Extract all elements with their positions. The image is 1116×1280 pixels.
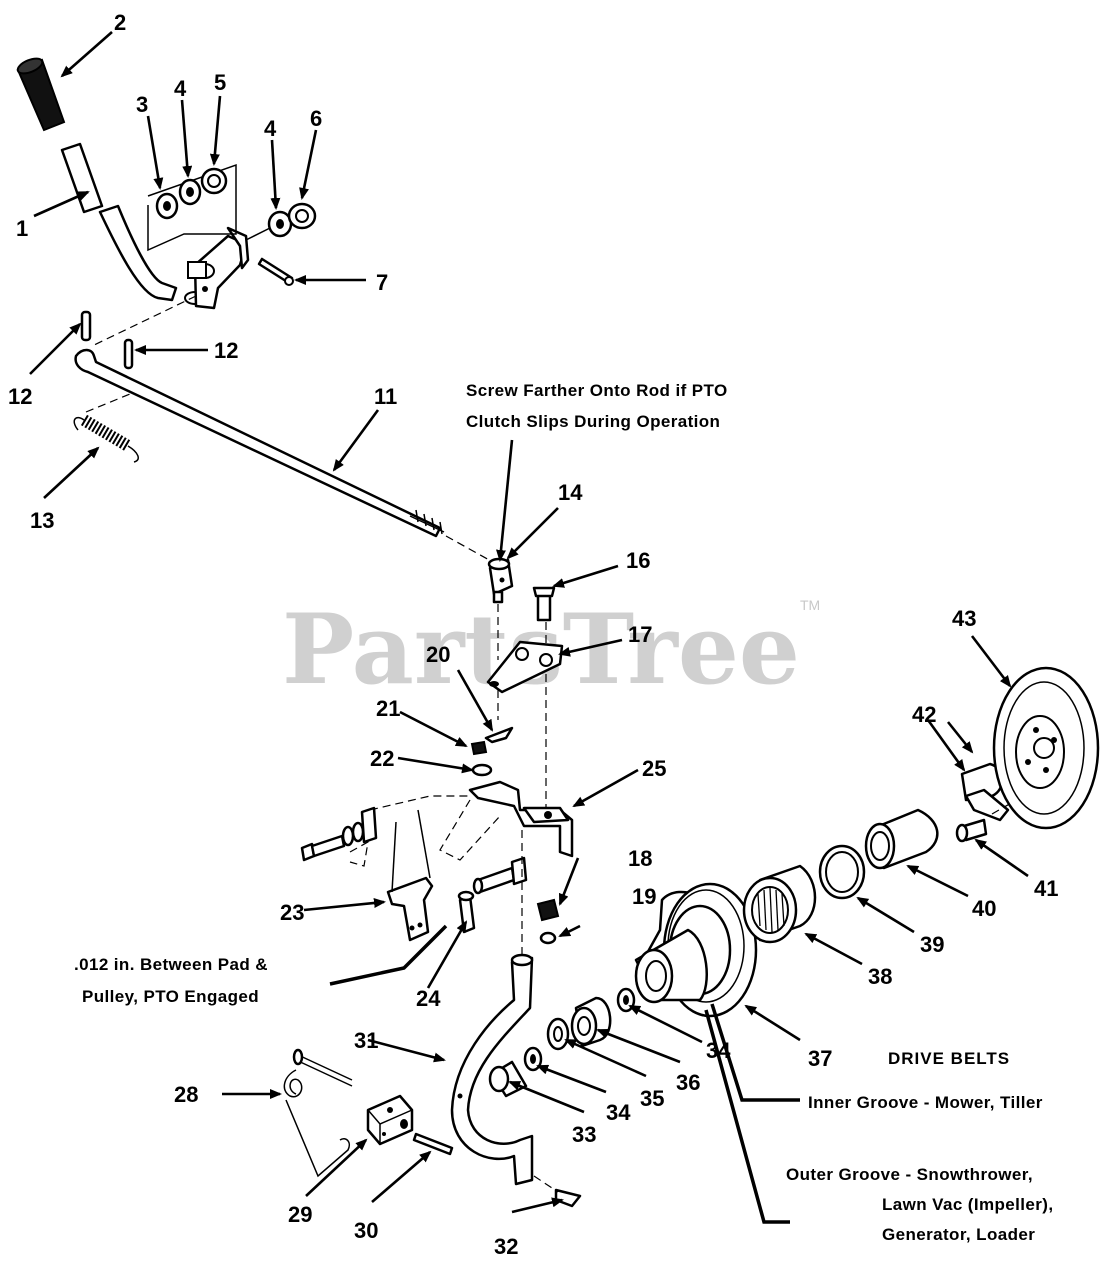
callout-30: 30: [354, 1218, 378, 1243]
callout-40: 40: [972, 896, 996, 921]
note-gap-line-1: .012 in. Between Pad &: [74, 955, 268, 974]
callout-12: 12: [8, 384, 32, 409]
callout-4: 4: [264, 116, 277, 141]
callout-19: 19: [632, 884, 656, 909]
callout-32: 32: [494, 1234, 518, 1259]
callout-22: 22: [370, 746, 394, 771]
callout-20: 20: [426, 642, 450, 667]
callout-41: 41: [1034, 876, 1058, 901]
part-28-spring-rod: [283, 1048, 353, 1178]
callout-34: 34: [606, 1100, 631, 1125]
callout-1: 1: [16, 216, 28, 241]
callout-34: 34: [706, 1038, 731, 1063]
callout-42: 42: [912, 702, 936, 727]
part-1-lever: [60, 142, 206, 305]
drive-belts-inner: Inner Groove - Mower, Tiller: [808, 1093, 1043, 1112]
drive-belts-outer-2: Lawn Vac (Impeller),: [882, 1195, 1053, 1214]
part-40-sleeve: [864, 808, 939, 870]
washers-4-6: [245, 202, 317, 241]
drive-belts-heading: DRIVE BELTS: [888, 1049, 1010, 1068]
drive-belts-legend: DRIVE BELTS Inner Groove - Mower, Tiller…: [786, 1049, 1053, 1244]
part-21-22-nut-washer: [470, 740, 493, 777]
part-13-spring: [73, 393, 139, 463]
callout-5: 5: [214, 70, 226, 95]
part-17-plate: [486, 640, 564, 720]
callout-12: 12: [214, 338, 238, 363]
callout-36: 36: [676, 1070, 700, 1095]
callout-31: 31: [354, 1028, 378, 1053]
callout-43: 43: [952, 606, 976, 631]
leader-lines: [29, 31, 1029, 1224]
callout-37: 37: [808, 1046, 832, 1071]
note-screw-line-1: Screw Farther Onto Rod if PTO: [466, 381, 728, 400]
callout-7: 7: [376, 270, 388, 295]
part-7-pin: [257, 257, 294, 286]
callout-29: 29: [288, 1202, 312, 1227]
callout-labels: 2 3 4 5 4 6 1 7 12 12 11 13 14 16 17 43 …: [8, 10, 1058, 1259]
note-gap-line-2: Pulley, PTO Engaged: [82, 987, 259, 1006]
part-43-pulley: [992, 666, 1100, 830]
watermark-tm: TM: [800, 597, 820, 613]
callout-3: 3: [136, 92, 148, 117]
washers-3-4-5: [147, 163, 237, 252]
callout-4: 4: [174, 76, 187, 101]
callout-24: 24: [416, 986, 441, 1011]
callout-38: 38: [868, 964, 892, 989]
part-30-pin: [412, 1132, 454, 1156]
callout-16: 16: [626, 548, 650, 573]
callout-35: 35: [640, 1086, 664, 1111]
hub-parts-33-36: [488, 987, 636, 1098]
part-39-ring: [818, 844, 866, 900]
part-41-bolt: [955, 818, 988, 843]
callout-21: 21: [376, 696, 400, 721]
callout-2: 2: [114, 10, 126, 35]
part-20-clip: [484, 726, 514, 744]
drive-belts-outer-3: Generator, Loader: [882, 1225, 1035, 1244]
note-screw-line-2: Clutch Slips During Operation: [466, 412, 720, 431]
left-bolt-assembly: [300, 806, 378, 867]
part-24-bolt: [457, 856, 528, 934]
part-2-grip: [16, 57, 66, 132]
callout-33: 33: [572, 1122, 596, 1147]
callout-14: 14: [558, 480, 583, 505]
part-31-arm: [450, 830, 534, 1186]
part-12-pins: [80, 310, 134, 370]
callout-18: 18: [628, 846, 652, 871]
parts-drawing: [16, 57, 1100, 1208]
part-23-pad: [386, 809, 434, 942]
callout-17: 17: [628, 622, 652, 647]
part-14-ferrule: [487, 557, 514, 660]
notes: Screw Farther Onto Rod if PTO Clutch Sli…: [74, 381, 728, 1006]
callout-13: 13: [30, 508, 54, 533]
callout-28: 28: [174, 1082, 198, 1107]
part-37-pulley: [634, 882, 758, 1018]
callout-25: 25: [642, 756, 666, 781]
part-25-bracket: [369, 780, 574, 861]
callout-11: 11: [374, 384, 397, 409]
lever-bracket: [187, 226, 250, 310]
callout-23: 23: [280, 900, 304, 925]
callout-6: 6: [310, 106, 322, 131]
callout-39: 39: [920, 932, 944, 957]
part-38-bearing: [742, 864, 817, 944]
part-29-block: [366, 1094, 414, 1146]
part-18-19: [536, 898, 560, 945]
drive-belts-outer-1: Outer Groove - Snowthrower,: [786, 1165, 1033, 1184]
part-32-clip: [554, 1188, 582, 1208]
part-11-rod: [74, 348, 501, 567]
